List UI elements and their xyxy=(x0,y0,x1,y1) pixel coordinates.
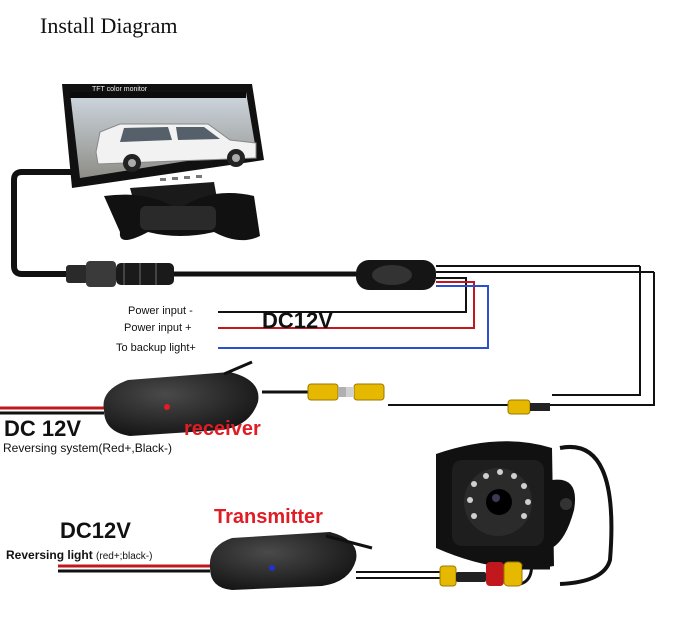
page-title: Install Diagram xyxy=(40,13,178,38)
monitor-screen-text: TFT color monitor xyxy=(92,86,148,93)
reversing-light-label: Reversing light (red+;black-) xyxy=(6,548,152,562)
receiver-note: Reversing system(Red+,Black-) xyxy=(3,441,173,455)
receiver-voltage-label: DC 12V xyxy=(4,416,82,441)
power-plus-label: Power input + xyxy=(124,322,192,334)
receiver-label: receiver xyxy=(184,418,261,440)
transmitter-label: Transmitter xyxy=(214,506,323,528)
reversing-light-note: (red+;black-) xyxy=(96,551,153,562)
receiver-unit xyxy=(0,360,259,436)
backup-camera xyxy=(436,441,614,586)
dc12v-power-label: DC12V xyxy=(262,308,333,333)
wiring-harness xyxy=(218,260,655,406)
monitor-cable xyxy=(11,169,356,287)
rca-link xyxy=(262,383,550,415)
backup-light-label: To backup light+ xyxy=(116,342,196,354)
monitor xyxy=(62,84,264,241)
transmitter-unit xyxy=(58,532,550,590)
transmitter-voltage-label: DC12V xyxy=(60,518,131,543)
power-minus-label: Power input - xyxy=(128,305,193,317)
reversing-light-text: Reversing light xyxy=(6,548,93,562)
